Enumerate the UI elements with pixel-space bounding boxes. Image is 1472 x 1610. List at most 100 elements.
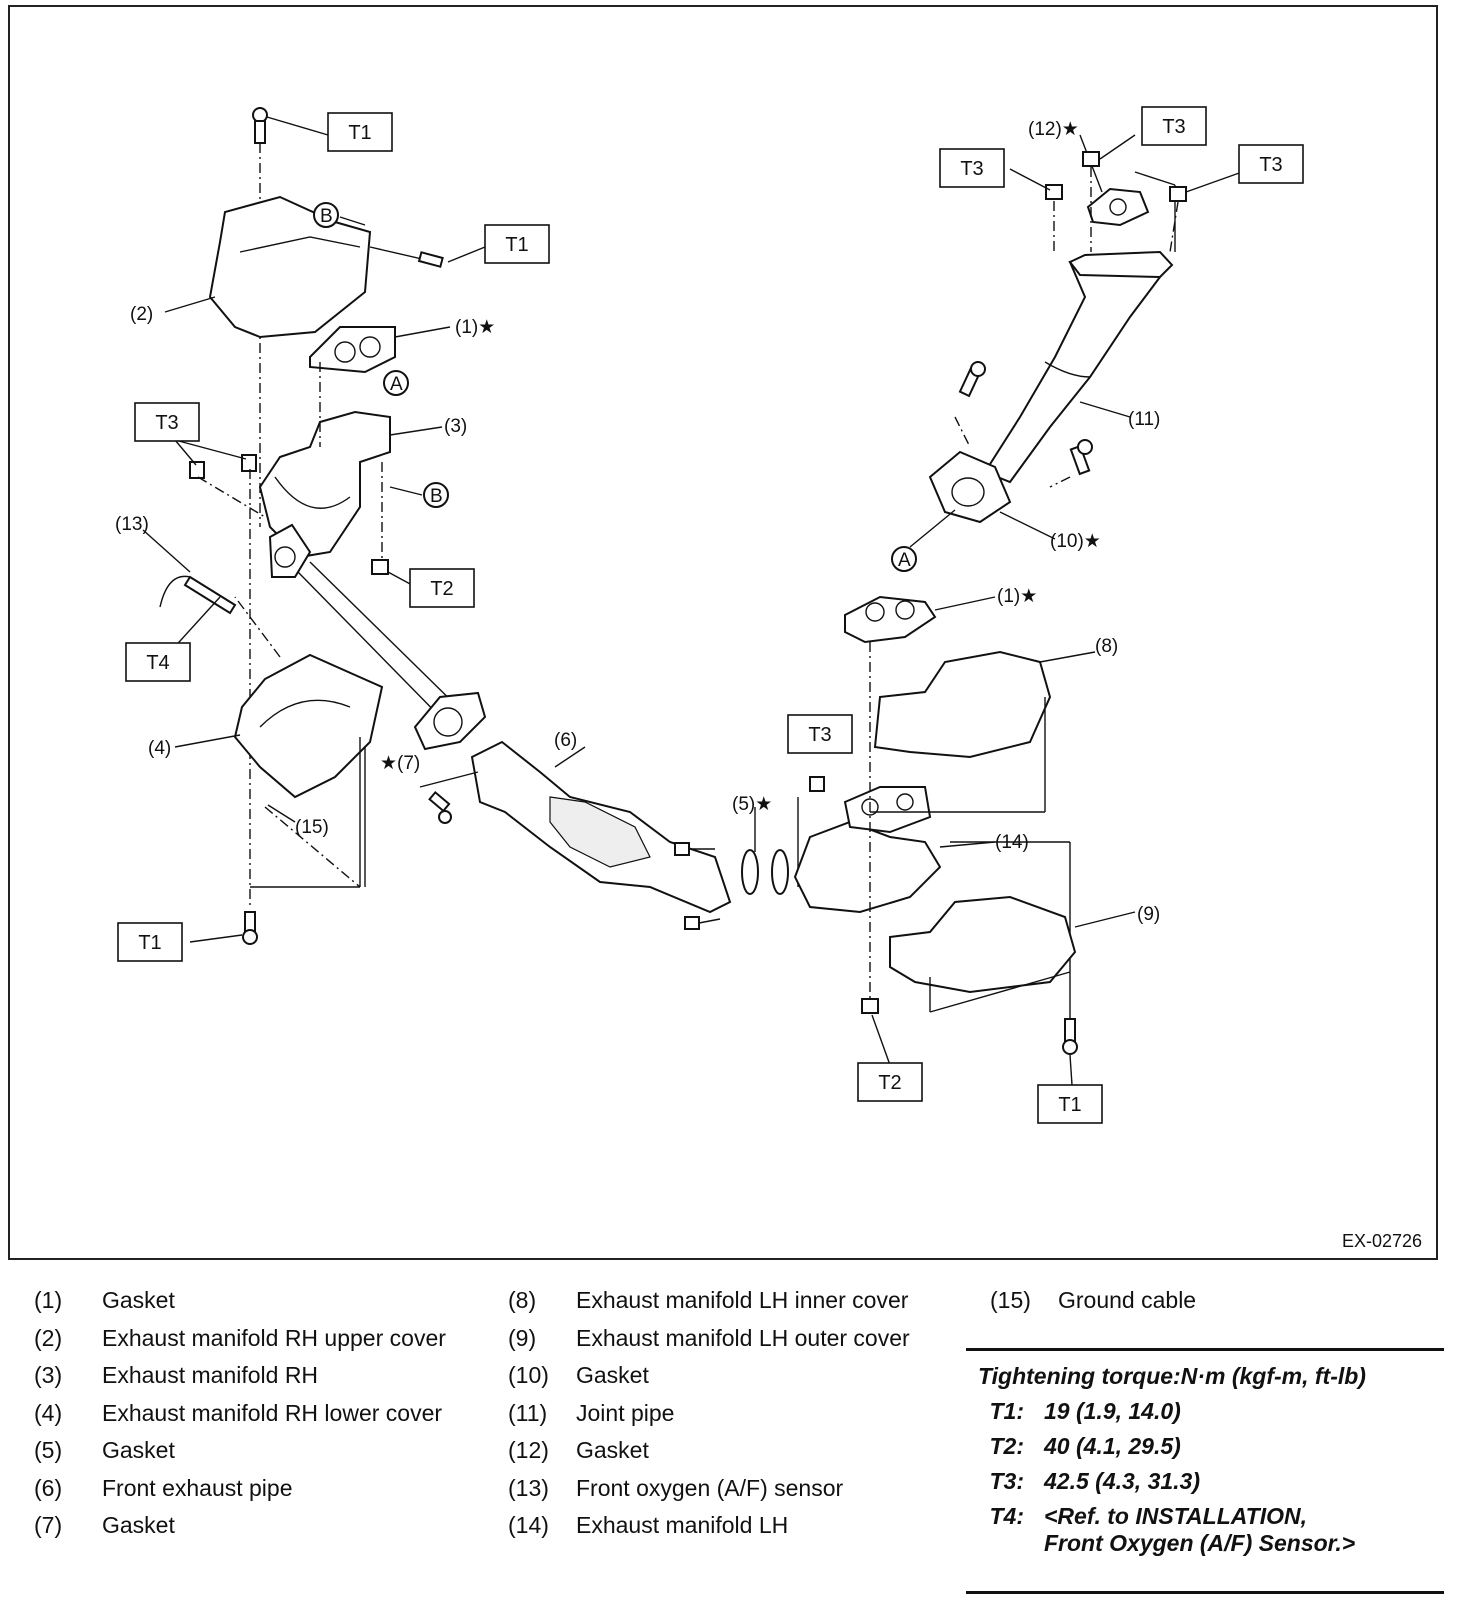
legend-number: (15): [990, 1287, 1031, 1314]
torque-value-line: <Ref. to INSTALLATION,: [1044, 1503, 1307, 1529]
legend-number: (4): [34, 1399, 63, 1426]
torque-value: 40 (4.1, 29.5): [1044, 1433, 1181, 1460]
legend-text: Gasket: [102, 1437, 175, 1464]
legend-number: (14): [508, 1512, 549, 1539]
legend-item: (1)Gasket: [30, 1282, 446, 1320]
torque-box-10: T3: [1238, 144, 1304, 184]
torque-box-11: T2: [857, 1062, 923, 1102]
lh-inner-cover: [873, 650, 1052, 759]
torque-key: T3:: [989, 1468, 1025, 1494]
torque-value-line: 19 (1.9, 14.0): [1044, 1398, 1181, 1424]
torque-key: T2:: [989, 1433, 1025, 1459]
torque-row: T2: 40 (4.1, 29.5): [966, 1433, 1444, 1460]
legend-number: (9): [508, 1324, 537, 1351]
legend-text: Joint pipe: [576, 1399, 675, 1426]
torque-box-12: T1: [1037, 1084, 1103, 1124]
torque-table-rows: T1: 19 (1.9, 14.0) T2: 40 (4.1, 29.5) T3: 42.…: [966, 1398, 1444, 1557]
legend-number: (12): [508, 1437, 549, 1464]
callout-2: (2): [130, 304, 153, 325]
callout-1-lh: (1)★: [997, 586, 1037, 607]
legend-item: (8) Exhaust manifold LH inner cover: [504, 1282, 910, 1320]
torque-table-title: Tightening torque:N·m (kgf-m, ft-lb): [978, 1363, 1366, 1389]
legend-item: (10) Gasket: [504, 1357, 910, 1395]
legend-text: Exhaust manifold LH: [576, 1512, 789, 1539]
legend-number: (2): [34, 1324, 63, 1351]
torque-key: T4:: [989, 1503, 1025, 1529]
torque-box-8: T3: [939, 148, 1005, 188]
legend-text: Exhaust manifold LH inner cover: [576, 1287, 909, 1314]
svg-text:T3: T3: [1259, 154, 1282, 176]
figure-id: EX-02726: [1341, 1231, 1422, 1251]
legend-text: Exhaust manifold LH outer cover: [576, 1324, 910, 1351]
callout-5: (5)★: [732, 794, 772, 815]
torque-value-line: 42.5 (4.3, 31.3): [1044, 1468, 1200, 1494]
torque-row: T4: <Ref. to INSTALLATION,Front Oxygen (A…: [966, 1503, 1444, 1557]
svg-text:T1: T1: [348, 122, 371, 144]
svg-text:T1: T1: [505, 234, 528, 256]
torque-box-6: T1: [117, 922, 183, 962]
legend-text: Exhaust manifold RH upper cover: [102, 1324, 446, 1351]
torque-row: T3: 42.5 (4.3, 31.3): [966, 1468, 1444, 1495]
callout-1-rh: (1)★: [455, 317, 495, 338]
lh-outer-cover: [889, 895, 1077, 994]
callout-4: (4): [148, 738, 171, 759]
legend-number: (13): [508, 1474, 549, 1501]
svg-text:T3: T3: [1162, 116, 1185, 138]
legend-column-1: (1)Gasket (2) Exhaust manifold RH upper co…: [30, 1282, 446, 1545]
legend-number: (8): [508, 1287, 537, 1314]
callout-13: (13): [115, 514, 149, 535]
callout-8: (8): [1095, 636, 1118, 657]
callout-12: (12)★: [1028, 119, 1079, 140]
svg-text:T1: T1: [138, 932, 161, 954]
legend-text: Front exhaust pipe: [102, 1474, 293, 1501]
torque-key: T1:: [989, 1398, 1025, 1424]
torque-row: T1: 19 (1.9, 14.0): [966, 1398, 1444, 1425]
torque-value-line: Front Oxygen (A/F) Sensor.>: [1044, 1530, 1356, 1556]
legend-column-2: (8) Exhaust manifold LH inner cover (9) Exh…: [504, 1282, 910, 1545]
ref-b-lower: B: [430, 486, 443, 507]
callout-9: (9): [1137, 904, 1160, 925]
legend-item: (6) Front exhaust pipe: [30, 1470, 446, 1508]
legend-item: (2) Exhaust manifold RH upper cover: [30, 1320, 446, 1358]
torque-value: 19 (1.9, 14.0): [1044, 1398, 1181, 1425]
legend-item: (3) Exhaust manifold RH: [30, 1357, 446, 1395]
legend-text: Gasket: [102, 1287, 175, 1314]
legend-item: (13) Front oxygen (A/F) sensor: [504, 1470, 910, 1508]
torque-box-9: T3: [1141, 106, 1207, 146]
legend-text: Gasket: [576, 1437, 649, 1464]
tightening-torque-table: Tightening torque:N·m (kgf-m, ft-lb) T1:…: [966, 1348, 1444, 1594]
torque-box-3: T3: [134, 402, 200, 442]
callout-11: (11): [1128, 409, 1160, 430]
callout-15: (15): [295, 817, 329, 838]
svg-text:T3: T3: [960, 158, 983, 180]
legend-text: Front oxygen (A/F) sensor: [576, 1474, 844, 1501]
torque-box-5: T4: [125, 642, 191, 682]
legend-text: Exhaust manifold RH lower cover: [102, 1399, 443, 1426]
rh-upper-cover: [208, 195, 372, 339]
ref-a-lower: A: [898, 550, 911, 571]
svg-text:T2: T2: [878, 1072, 901, 1094]
lh-upper-gasket: [1086, 187, 1150, 227]
legend-number: (10): [508, 1362, 549, 1389]
legend-item: (12) Gasket: [504, 1432, 910, 1470]
legend-text: Ground cable: [1058, 1287, 1197, 1314]
rh-lower-cover: [233, 653, 384, 799]
svg-text:T4: T4: [146, 652, 169, 674]
legend-text: Exhaust manifold RH: [102, 1362, 319, 1389]
svg-text:T3: T3: [155, 412, 178, 434]
lh-manifold: [793, 820, 942, 914]
diagram-svg: (12)★ (1)★ (2) (3) (13) (4) ★(7) (6) (5)…: [115, 106, 1304, 1124]
legend-number: (6): [34, 1474, 63, 1501]
svg-text:T1: T1: [1058, 1094, 1081, 1116]
torque-box-4: T2: [409, 568, 475, 608]
legend-item: (14) Exhaust manifold LH: [504, 1507, 910, 1545]
legend-number: (3): [34, 1362, 63, 1389]
svg-text:T2: T2: [430, 578, 453, 600]
callout-6: (6): [554, 730, 577, 751]
legend-text: Gasket: [576, 1362, 649, 1389]
lh-lower-gasket: [928, 450, 1012, 524]
torque-box-1: T1: [327, 112, 393, 152]
torque-box-2: T1: [484, 224, 550, 264]
rh-gasket: [309, 326, 396, 374]
lh-gasket: [844, 595, 937, 644]
